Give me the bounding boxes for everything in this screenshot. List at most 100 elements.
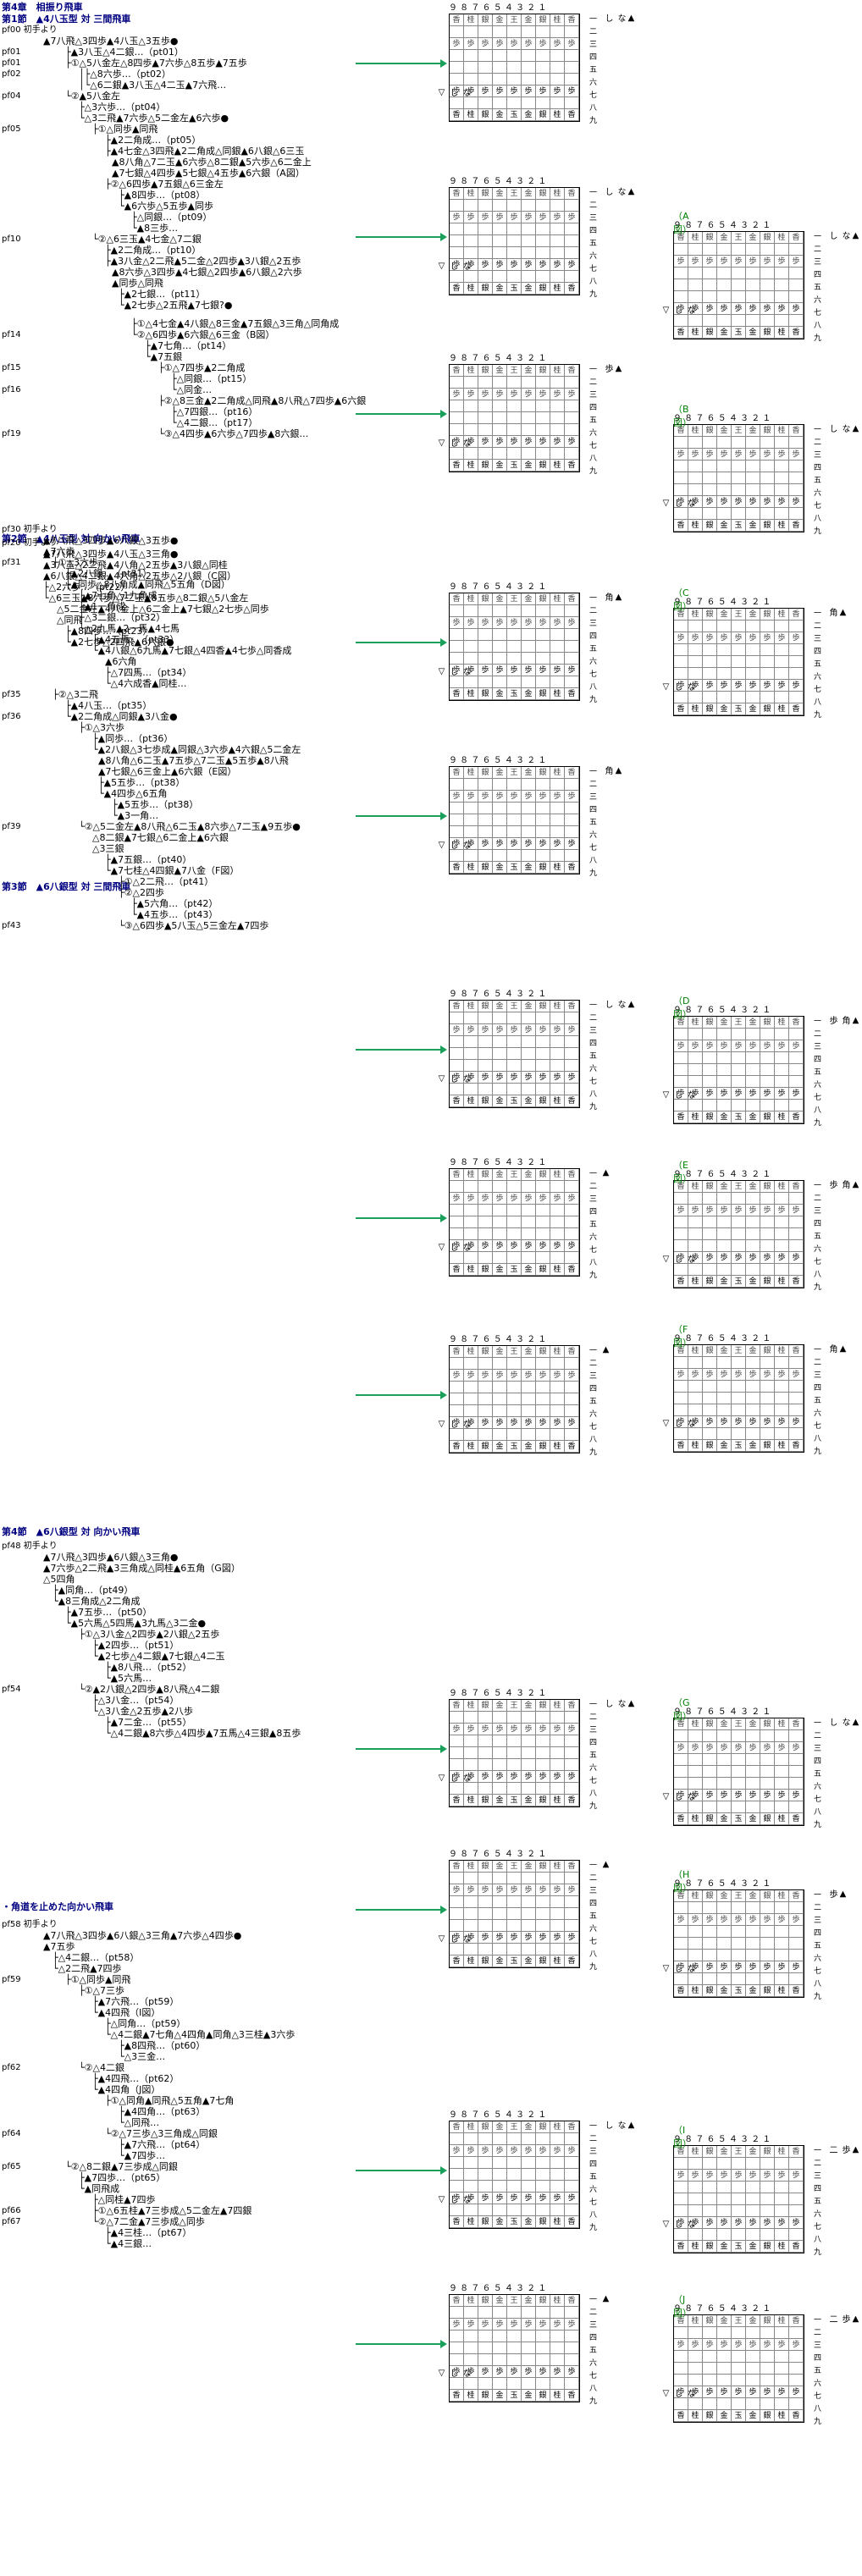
board-square [493, 1060, 507, 1072]
board-square: 金 [746, 703, 760, 715]
board-square: 銀 [703, 1813, 717, 1825]
move-line: └▲3一角… [112, 810, 159, 821]
board-square [507, 1759, 522, 1771]
board-grid: 香桂銀金王金銀桂香歩歩歩歩歩歩歩歩歩歩歩歩歩歩歩歩歩歩香桂銀金玉金銀桂香 [449, 1345, 580, 1453]
board-square: 香 [789, 703, 804, 715]
board-square [746, 1052, 760, 1064]
board-square [703, 1393, 717, 1404]
board-square: 銀 [478, 1861, 493, 1873]
board-square: 銀 [478, 1441, 493, 1453]
board-square [732, 437, 746, 449]
board-square [565, 74, 579, 85]
board-square [732, 1938, 746, 1950]
board-square [450, 2307, 464, 2319]
board-square [775, 1404, 789, 1416]
board-square: 歩 [789, 1088, 804, 1100]
board-square: 歩 [789, 1790, 804, 1801]
board-square [565, 2133, 579, 2145]
board-square [536, 1228, 550, 1240]
board-square: 玉 [507, 688, 522, 700]
board-square: 桂 [464, 283, 478, 295]
move-line: └△4二銀…（pt17） [171, 417, 258, 428]
board-square [550, 1084, 565, 1095]
move-line: ├②△8三金▲2二角成△同飛▲8八飛△7四歩▲6六銀 [158, 395, 367, 406]
board-square: 香 [450, 1861, 464, 1873]
board-square [789, 315, 804, 327]
board-square [536, 1216, 550, 1228]
board-square: 金 [522, 1346, 536, 1358]
move-line: ├△7四馬…（pt34） [105, 667, 192, 678]
board-square [565, 1896, 579, 1908]
board-square [522, 1393, 536, 1405]
board-square: 歩 [703, 1790, 717, 1801]
board-square [493, 2331, 507, 2342]
board-square [789, 2229, 804, 2241]
board-square: 歩 [760, 632, 775, 644]
board-square [789, 1264, 804, 1276]
move-line: └▲2七歩△2四飛▲6六銀● [65, 637, 174, 648]
move-line: ├△3二銀…（pt32） [79, 612, 166, 623]
board-square: 歩 [789, 1961, 804, 1973]
opponent-hand: なし▽ [437, 2369, 470, 2378]
move-line: ▲7八飛△3四歩▲6八銀△3三角▲7六歩△4四歩● [43, 1930, 242, 1941]
board-square: 金 [522, 1861, 536, 1873]
board-square: 歩 [746, 632, 760, 644]
board-square [703, 1381, 717, 1393]
move-line: └△同飛… [119, 2117, 160, 2128]
board-square [760, 1381, 775, 1393]
board-square [732, 2193, 746, 2205]
rank-numbers: 一二三四五六七八九 [814, 1891, 822, 2001]
board-square: 歩 [507, 212, 522, 223]
move-line: └▲5六馬△5四馬▲3九馬△3二金● [65, 1618, 207, 1629]
board-square: 玉 [507, 1264, 522, 1276]
board-square [746, 1926, 760, 1938]
board-square: 歩 [478, 38, 493, 50]
opponent-hand: なし▽ [661, 2389, 694, 2398]
move-line: └③△6四歩▲5八玉△5三金左▲7四歩 [119, 920, 269, 931]
board-square: 歩 [493, 791, 507, 803]
board-square: 歩 [450, 2319, 464, 2331]
board-grid: 香桂銀金王金銀桂香歩歩歩歩歩歩歩歩歩歩歩歩歩歩歩歩歩歩香桂銀金玉金銀桂香 [449, 187, 580, 295]
board-square: 歩 [688, 1040, 703, 1052]
board-square [493, 2204, 507, 2216]
board-square [565, 62, 579, 74]
board-square: 香 [674, 1181, 688, 1193]
board-square [789, 472, 804, 484]
board-square: 玉 [507, 2216, 522, 2228]
board-grid: 香桂銀金王金銀桂香歩歩歩歩歩歩歩歩歩歩歩歩歩歩歩歩歩歩香桂銀金玉金銀桂香 [673, 1718, 804, 1826]
board-square: 桂 [464, 1441, 478, 1453]
board-square: 銀 [703, 327, 717, 339]
board-square: 香 [789, 609, 804, 621]
board-square: 歩 [565, 436, 579, 448]
board-square [464, 1405, 478, 1417]
board-square: 歩 [522, 1240, 536, 1252]
board-square: 歩 [760, 1369, 775, 1381]
hand-pieces: ▲角 [603, 766, 623, 775]
board-square: 歩 [464, 2145, 478, 2157]
hand-pieces: ▲角歩 [827, 1180, 860, 1189]
board-square: 金 [493, 14, 507, 26]
move-line: └▲4四角（J図） [92, 2084, 161, 2095]
move-line: └②▲5八金左 [65, 91, 120, 102]
board-square [464, 2204, 478, 2216]
board-square [478, 2181, 493, 2193]
board-square [760, 1052, 775, 1064]
board-square [464, 1228, 478, 1240]
move-line: └▲4四歩△6五角 [98, 788, 168, 799]
position-ref: pf15 [2, 363, 21, 372]
board-square [688, 1228, 703, 1240]
board-square [550, 814, 565, 826]
board-square [450, 1908, 464, 1920]
rank-numbers: 一二三四五六七八九 [814, 1346, 822, 1456]
board-square: 金 [717, 1111, 732, 1123]
board-square [775, 621, 789, 632]
board-square: 歩 [536, 2145, 550, 2157]
board-square [464, 605, 478, 617]
board-square: 玉 [507, 1795, 522, 1807]
board-square: 歩 [674, 1790, 688, 1801]
board-square: 歩 [746, 303, 760, 315]
board-square [746, 2375, 760, 2386]
board-square: 歩 [717, 632, 732, 644]
board-square [522, 803, 536, 814]
board-square [760, 1801, 775, 1813]
